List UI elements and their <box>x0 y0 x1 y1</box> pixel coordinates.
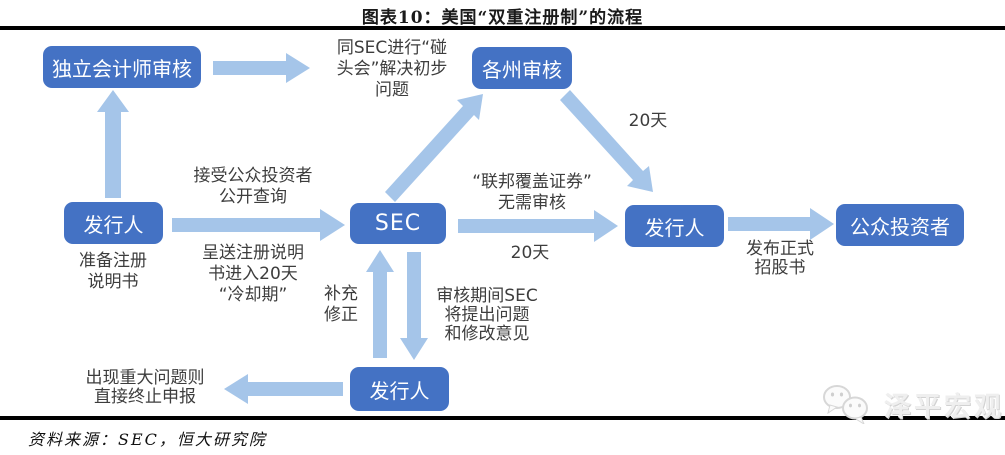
label-formal-prospectus: 发布正式 招股书 <box>746 239 814 278</box>
arrow-issuer-bottom-to-terminate <box>224 374 343 404</box>
node-issuer-right: 发行人 <box>625 205 724 247</box>
label-prepare-statement: 准备注册 说明书 <box>79 251 147 292</box>
arrow-issuer-left-to-sec <box>172 209 345 241</box>
bottom-divider <box>0 416 1005 420</box>
arrow-states-to-issuer-right <box>560 90 653 192</box>
label-federal-covered: “联邦覆盖证券” 无需审核 <box>472 172 592 213</box>
watermark-text: 泽平宏观 <box>884 391 1004 423</box>
node-issuer-bottom: 发行人 <box>350 367 449 411</box>
arrow-issuer-right-to-investors <box>728 208 834 240</box>
label-20-days-sec: 20天 <box>510 243 550 263</box>
label-sec-meeting: 同SEC进行“碰 头会”解决初步 问题 <box>336 38 448 100</box>
arrow-sec-to-states <box>385 94 483 202</box>
label-review-comments: 审核期间SEC 将提出问题 和修改意见 <box>436 286 538 344</box>
watermark: 泽平宏观 <box>822 384 1004 424</box>
label-supplement-correction: 补充 修正 <box>324 284 358 325</box>
label-public-inquiry: 接受公众投资者 公开查询 <box>193 166 313 207</box>
arrow-sec-to-issuer-bottom <box>400 252 428 360</box>
chart-title: 图表10：美国“双重注册制”的流程 <box>361 8 644 28</box>
node-sec: SEC <box>350 203 446 244</box>
label-terminate-filing: 出现重大问题则 直接终止申报 <box>85 368 205 407</box>
source-note: 资料来源：SEC，恒大研究院 <box>28 430 267 449</box>
label-submit-statement: 呈送注册说明 书进入20天 “冷却期” <box>202 243 304 305</box>
arrow-accountant-to-meeting <box>213 53 310 83</box>
node-state-review: 各州审核 <box>472 47 572 89</box>
node-independent-accountant: 独立会计师审核 <box>43 46 201 88</box>
arrow-issuer-bottom-to-sec <box>366 250 394 358</box>
label-20-days-state: 20天 <box>628 111 668 131</box>
arrow-issuer-left-to-accountant <box>97 90 129 198</box>
node-public-investors: 公众投资者 <box>836 204 964 246</box>
node-issuer-left: 发行人 <box>64 202 163 244</box>
arrow-sec-to-issuer-right <box>458 210 618 242</box>
top-divider <box>0 26 1005 30</box>
wechat-icon <box>823 385 868 424</box>
